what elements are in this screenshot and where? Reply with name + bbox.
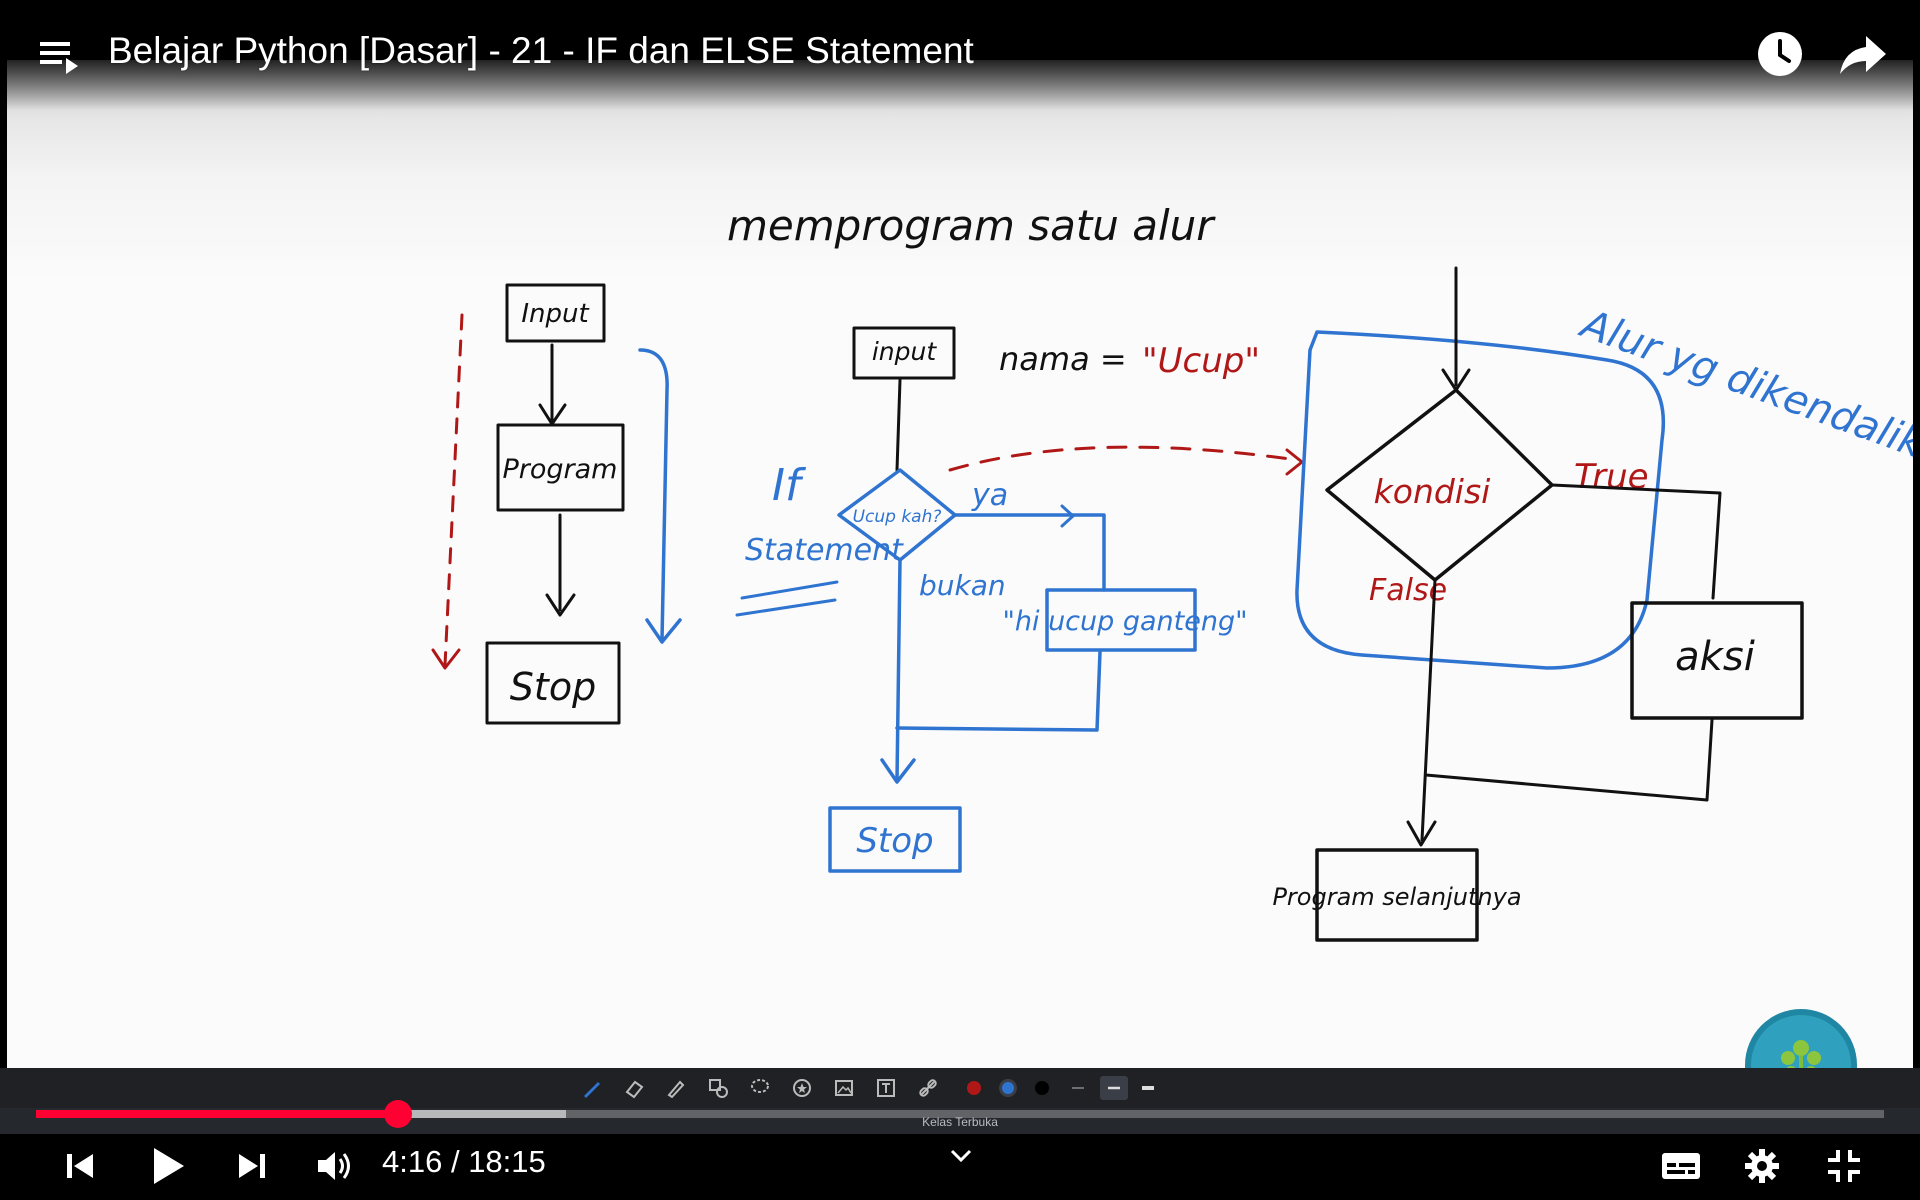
seek-played (36, 1110, 399, 1118)
flow3-next-label: Program selanjutnya (1272, 883, 1521, 911)
next-icon[interactable] (232, 1146, 272, 1186)
stroke-thick-icon[interactable] (1136, 1076, 1160, 1100)
flow2-assign-text: nama = (999, 340, 1127, 378)
flow3-condition-label: kondisi (1374, 472, 1491, 511)
seek-track (36, 1110, 1884, 1118)
flow2-output-box (1045, 588, 1197, 652)
time-display: 4:16 / 18:15 (382, 1144, 546, 1180)
color-black-swatch[interactable] (1030, 1076, 1054, 1100)
video-frame[interactable]: memprogram satu alur Input Program Stop … (7, 60, 1913, 1068)
chevron-down-icon[interactable] (944, 1142, 978, 1170)
flow2-no-label: bukan (919, 569, 1006, 602)
flow1-program-box (496, 423, 625, 512)
exit-fullscreen-icon[interactable] (1822, 1144, 1866, 1188)
previous-icon[interactable] (60, 1146, 100, 1186)
heading-text: memprogram satu alur (727, 201, 1216, 250)
stroke-thin-icon[interactable] (1066, 1076, 1090, 1100)
image-icon[interactable] (832, 1076, 856, 1100)
lasso-icon[interactable] (748, 1076, 772, 1100)
eraser-icon[interactable] (622, 1076, 646, 1100)
text-icon[interactable] (874, 1076, 898, 1100)
pen-icon[interactable] (580, 1076, 604, 1100)
flow3-next-box (1315, 848, 1479, 942)
whiteboard-toolbar (0, 1068, 1920, 1108)
subtitles-icon[interactable] (1658, 1146, 1704, 1186)
flow2-input-label: input (872, 337, 938, 366)
flow2-output-label: "hi ucup ganteng" (1002, 606, 1247, 637)
flow-if-statement: input nama = "Ucup" Ucup kah? If Stateme… (735, 326, 1304, 873)
color-blue-swatch[interactable] (996, 1076, 1020, 1100)
flow-controlled: Alur yg dikendalikan kondisi True aksi F… (1272, 266, 1913, 942)
flow2-diamond-label: Ucup kah? (853, 507, 942, 527)
flow1-stop-box (485, 641, 621, 725)
play-icon[interactable] (146, 1144, 190, 1188)
settings-gear-icon[interactable] (1740, 1144, 1784, 1188)
flow3-true-label: True (1574, 457, 1649, 497)
stroke-medium-icon[interactable] (1100, 1076, 1128, 1100)
flow1-input-box (505, 283, 606, 343)
flow3-action-box (1630, 601, 1804, 720)
playlist-menu-icon[interactable] (38, 36, 80, 78)
highlighter-icon[interactable] (664, 1076, 688, 1100)
player-top-bar: Belajar Python [Dasar] - 21 - IF dan ELS… (0, 0, 1920, 110)
seek-bar[interactable] (36, 1100, 1884, 1128)
time-separator: / (442, 1144, 469, 1179)
player-controls: 4:16 / 18:15 (0, 1134, 1920, 1200)
flow2-stop-label: Stop (856, 821, 933, 861)
color-red-swatch[interactable] (962, 1076, 986, 1100)
flow2-yes-label: ya (971, 478, 1008, 513)
video-title[interactable]: Belajar Python [Dasar] - 21 - IF dan ELS… (108, 30, 974, 71)
stamp-icon[interactable] (790, 1076, 814, 1100)
watch-later-icon[interactable] (1756, 30, 1804, 78)
shapes-icon[interactable] (706, 1076, 730, 1100)
duration: 18:15 (468, 1144, 546, 1179)
channel-logo (1745, 1009, 1857, 1068)
flow2-if-label: If (772, 460, 807, 511)
seek-scrubber[interactable] (384, 1100, 413, 1128)
volume-icon[interactable] (312, 1146, 356, 1186)
current-time: 4:16 (382, 1144, 443, 1179)
flow3-controlled-region (1295, 330, 1665, 670)
flow2-value-text: "Ucup" (1142, 341, 1260, 381)
share-icon[interactable] (1838, 32, 1888, 76)
notebook-name[interactable]: Kelas Terbuka (922, 1115, 998, 1129)
flow3-action-label: aksi (1675, 634, 1755, 680)
flow2-input-box (852, 326, 956, 380)
flow1-input-label: Input (521, 299, 589, 329)
flow2-statement-label: Statement (745, 533, 904, 568)
flow1-program-label: Program (503, 454, 618, 485)
flow-sequential: Input Program Stop (431, 283, 682, 725)
flow1-stop-label: Stop (510, 665, 596, 709)
link-icon[interactable] (916, 1076, 940, 1100)
whiteboard-sketch: memprogram satu alur Input Program Stop … (431, 201, 1913, 942)
flow2-stop-box (828, 806, 962, 873)
